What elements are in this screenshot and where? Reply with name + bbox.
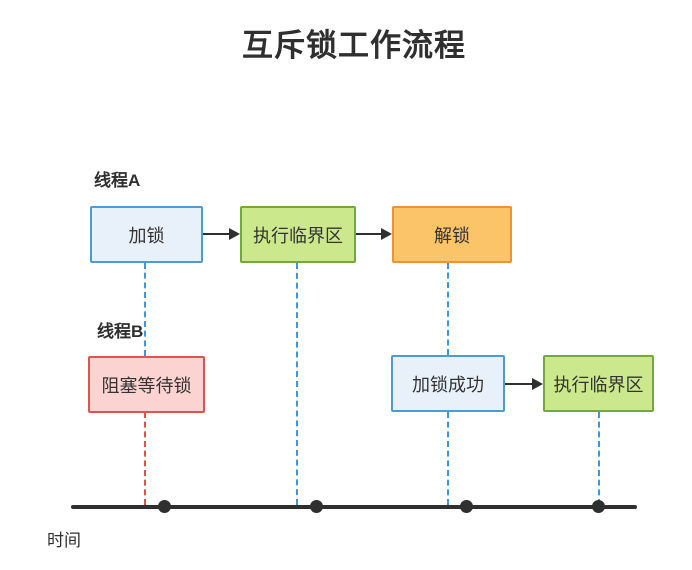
node-lock-success: 加锁成功: [391, 355, 505, 412]
time-axis-tick-4: [592, 500, 605, 513]
connector-unlock-to-locksuccess: [447, 263, 449, 355]
node-lock-text: 加锁: [128, 225, 165, 246]
node-lock: 加锁: [90, 206, 203, 263]
time-axis-label: 时间: [47, 531, 81, 550]
node-unlock-text: 解锁: [434, 225, 470, 246]
node-critical-section-b-text: 执行临界区: [553, 374, 644, 395]
arrow-critical-to-unlock-icon: [356, 228, 392, 240]
time-axis-tick-1: [158, 500, 171, 513]
thread-a-label: 线程A: [94, 171, 141, 190]
thread-b-label: 线程B: [97, 322, 144, 341]
connector-blockwait-to-timeline: [144, 412, 146, 505]
time-axis-tick-2: [310, 500, 323, 513]
node-critical-section-a: 执行临界区: [240, 206, 356, 263]
node-block-wait-lock-text: 阻塞等待锁: [101, 375, 192, 396]
node-block-wait-lock: 阻塞等待锁: [88, 356, 205, 413]
connector-criticalA-to-timeline: [296, 263, 298, 505]
connector-lock-to-blockwait: [144, 263, 146, 356]
arrow-lock-to-critical-icon: [203, 228, 240, 240]
node-critical-section-b: 执行临界区: [543, 355, 654, 412]
time-axis-tick-3: [460, 500, 473, 513]
time-axis: [71, 505, 637, 509]
node-unlock: 解锁: [392, 206, 512, 263]
connector-criticalB-to-timeline: [598, 412, 600, 505]
node-lock-success-text: 加锁成功: [412, 374, 484, 395]
connector-locksuccess-to-timeline: [447, 412, 449, 505]
arrow-locksuccess-to-critical-icon: [505, 378, 543, 390]
node-critical-section-a-text: 执行临界区: [253, 225, 343, 246]
diagram-title: 互斥锁工作流程: [242, 28, 466, 63]
